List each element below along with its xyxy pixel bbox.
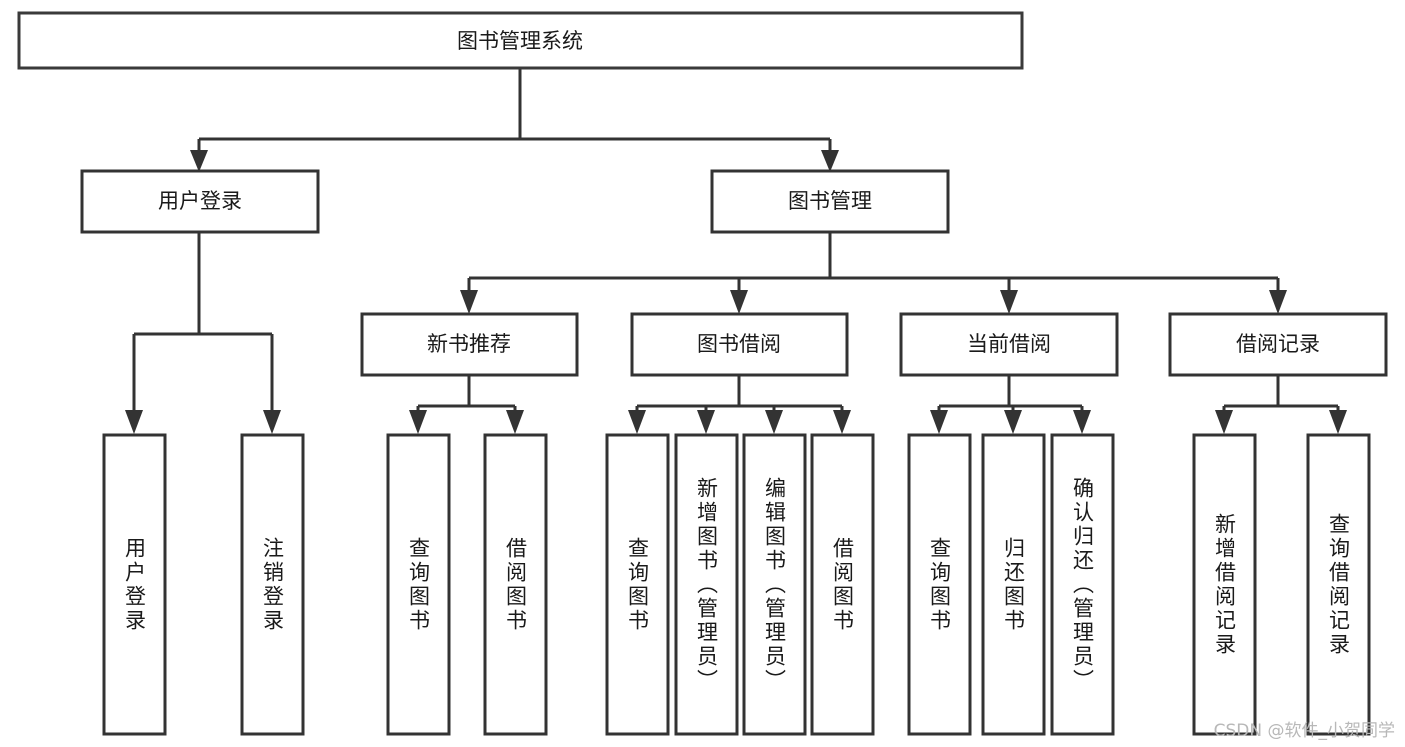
leaf-rect-add-book[interactable] — [674, 433, 739, 736]
arrowhead-leaf-borrow-book-1 — [506, 410, 524, 434]
node-borrow-record[interactable]: 借阅记录 — [1168, 312, 1388, 377]
leaf-rect-return-book[interactable] — [981, 433, 1046, 736]
arrowhead-book-borrow — [730, 290, 748, 314]
leaf-rect-user-login[interactable] — [102, 433, 167, 736]
node-borrow-record-rect[interactable] — [1168, 312, 1388, 377]
arrowhead-leaf-return-book — [1004, 410, 1022, 434]
node-book-borrow-label: 图书借阅 — [697, 332, 781, 356]
node-user-login-label: 用户登录 — [158, 189, 242, 213]
arrowhead-current-borrow — [1000, 290, 1018, 314]
leaf-rect-query-record[interactable] — [1306, 433, 1371, 736]
connector-group-book-management-to-level3 — [460, 232, 1287, 314]
connector-group-current-borrow-to-leaves — [930, 375, 1091, 434]
arrowhead-new-book-recommend — [460, 290, 478, 314]
arrowhead-borrow-record — [1269, 290, 1287, 314]
node-user-login[interactable]: 用户登录 — [80, 169, 320, 234]
arrowhead-leaf-add-record — [1215, 410, 1233, 434]
arrowhead-leaf-user-logout — [263, 410, 281, 434]
leaf-rect-query-book-2[interactable] — [605, 433, 670, 736]
node-book-borrow[interactable]: 图书借阅 — [630, 312, 849, 377]
arrowhead-leaf-borrow-book-2 — [833, 410, 851, 434]
arrowhead-leaf-query-book-3 — [930, 410, 948, 434]
arrowhead-leaf-add-book — [697, 410, 715, 434]
node-book-management-label: 图书管理 — [788, 189, 872, 213]
leaf-rect-query-book-3[interactable] — [907, 433, 972, 736]
leaf-rect-confirm-return[interactable] — [1050, 433, 1115, 736]
node-new-book-recommend-label: 新书推荐 — [427, 332, 511, 356]
node-new-book-recommend[interactable]: 新书推荐 — [360, 312, 579, 377]
node-book-management-rect[interactable] — [710, 169, 950, 234]
connector-group-book-borrow-to-leaves — [628, 375, 851, 434]
node-borrow-record-label: 借阅记录 — [1236, 332, 1320, 356]
leaf-rect-query-book-1[interactable] — [386, 433, 451, 736]
connector-group-new-book-recommend-to-leaves — [409, 375, 524, 434]
arrowhead-user-login — [190, 150, 208, 172]
leaf-rect-borrow-book-1[interactable] — [483, 433, 548, 736]
node-user-login-rect[interactable] — [80, 169, 320, 234]
node-root[interactable]: 图书管理系统 — [17, 11, 1024, 70]
node-current-borrow-label: 当前借阅 — [967, 332, 1051, 356]
connector-group-user-login-to-leaves — [125, 232, 281, 434]
node-book-management[interactable]: 图书管理 — [710, 169, 950, 234]
arrowhead-leaf-query-record — [1329, 410, 1347, 434]
node-current-borrow-rect[interactable] — [899, 312, 1119, 377]
arrowhead-leaf-query-book-2 — [628, 410, 646, 434]
arrowhead-book-management — [821, 150, 839, 172]
node-root-label: 图书管理系统 — [457, 29, 583, 53]
leaf-rect-user-logout[interactable] — [240, 433, 305, 736]
node-root-rect[interactable] — [17, 11, 1024, 70]
node-current-borrow[interactable]: 当前借阅 — [899, 312, 1119, 377]
leaf-rect-add-record[interactable] — [1192, 433, 1257, 736]
arrowhead-leaf-query-book-1 — [409, 410, 427, 434]
arrowhead-leaf-edit-book — [765, 410, 783, 434]
node-new-book-recommend-rect[interactable] — [360, 312, 579, 377]
csdn-watermark: CSDN @软件_小贺同学 — [1213, 721, 1395, 741]
connector-group-borrow-record-to-leaves — [1215, 375, 1347, 434]
arrowhead-leaf-user-login — [125, 410, 143, 434]
leaf-rect-edit-book[interactable] — [742, 433, 807, 736]
arrowhead-leaf-confirm-return — [1073, 410, 1091, 434]
node-book-borrow-rect[interactable] — [630, 312, 849, 377]
connector-group-root-to-level2 — [190, 68, 839, 172]
leaf-rect-borrow-book-2[interactable] — [810, 433, 875, 736]
